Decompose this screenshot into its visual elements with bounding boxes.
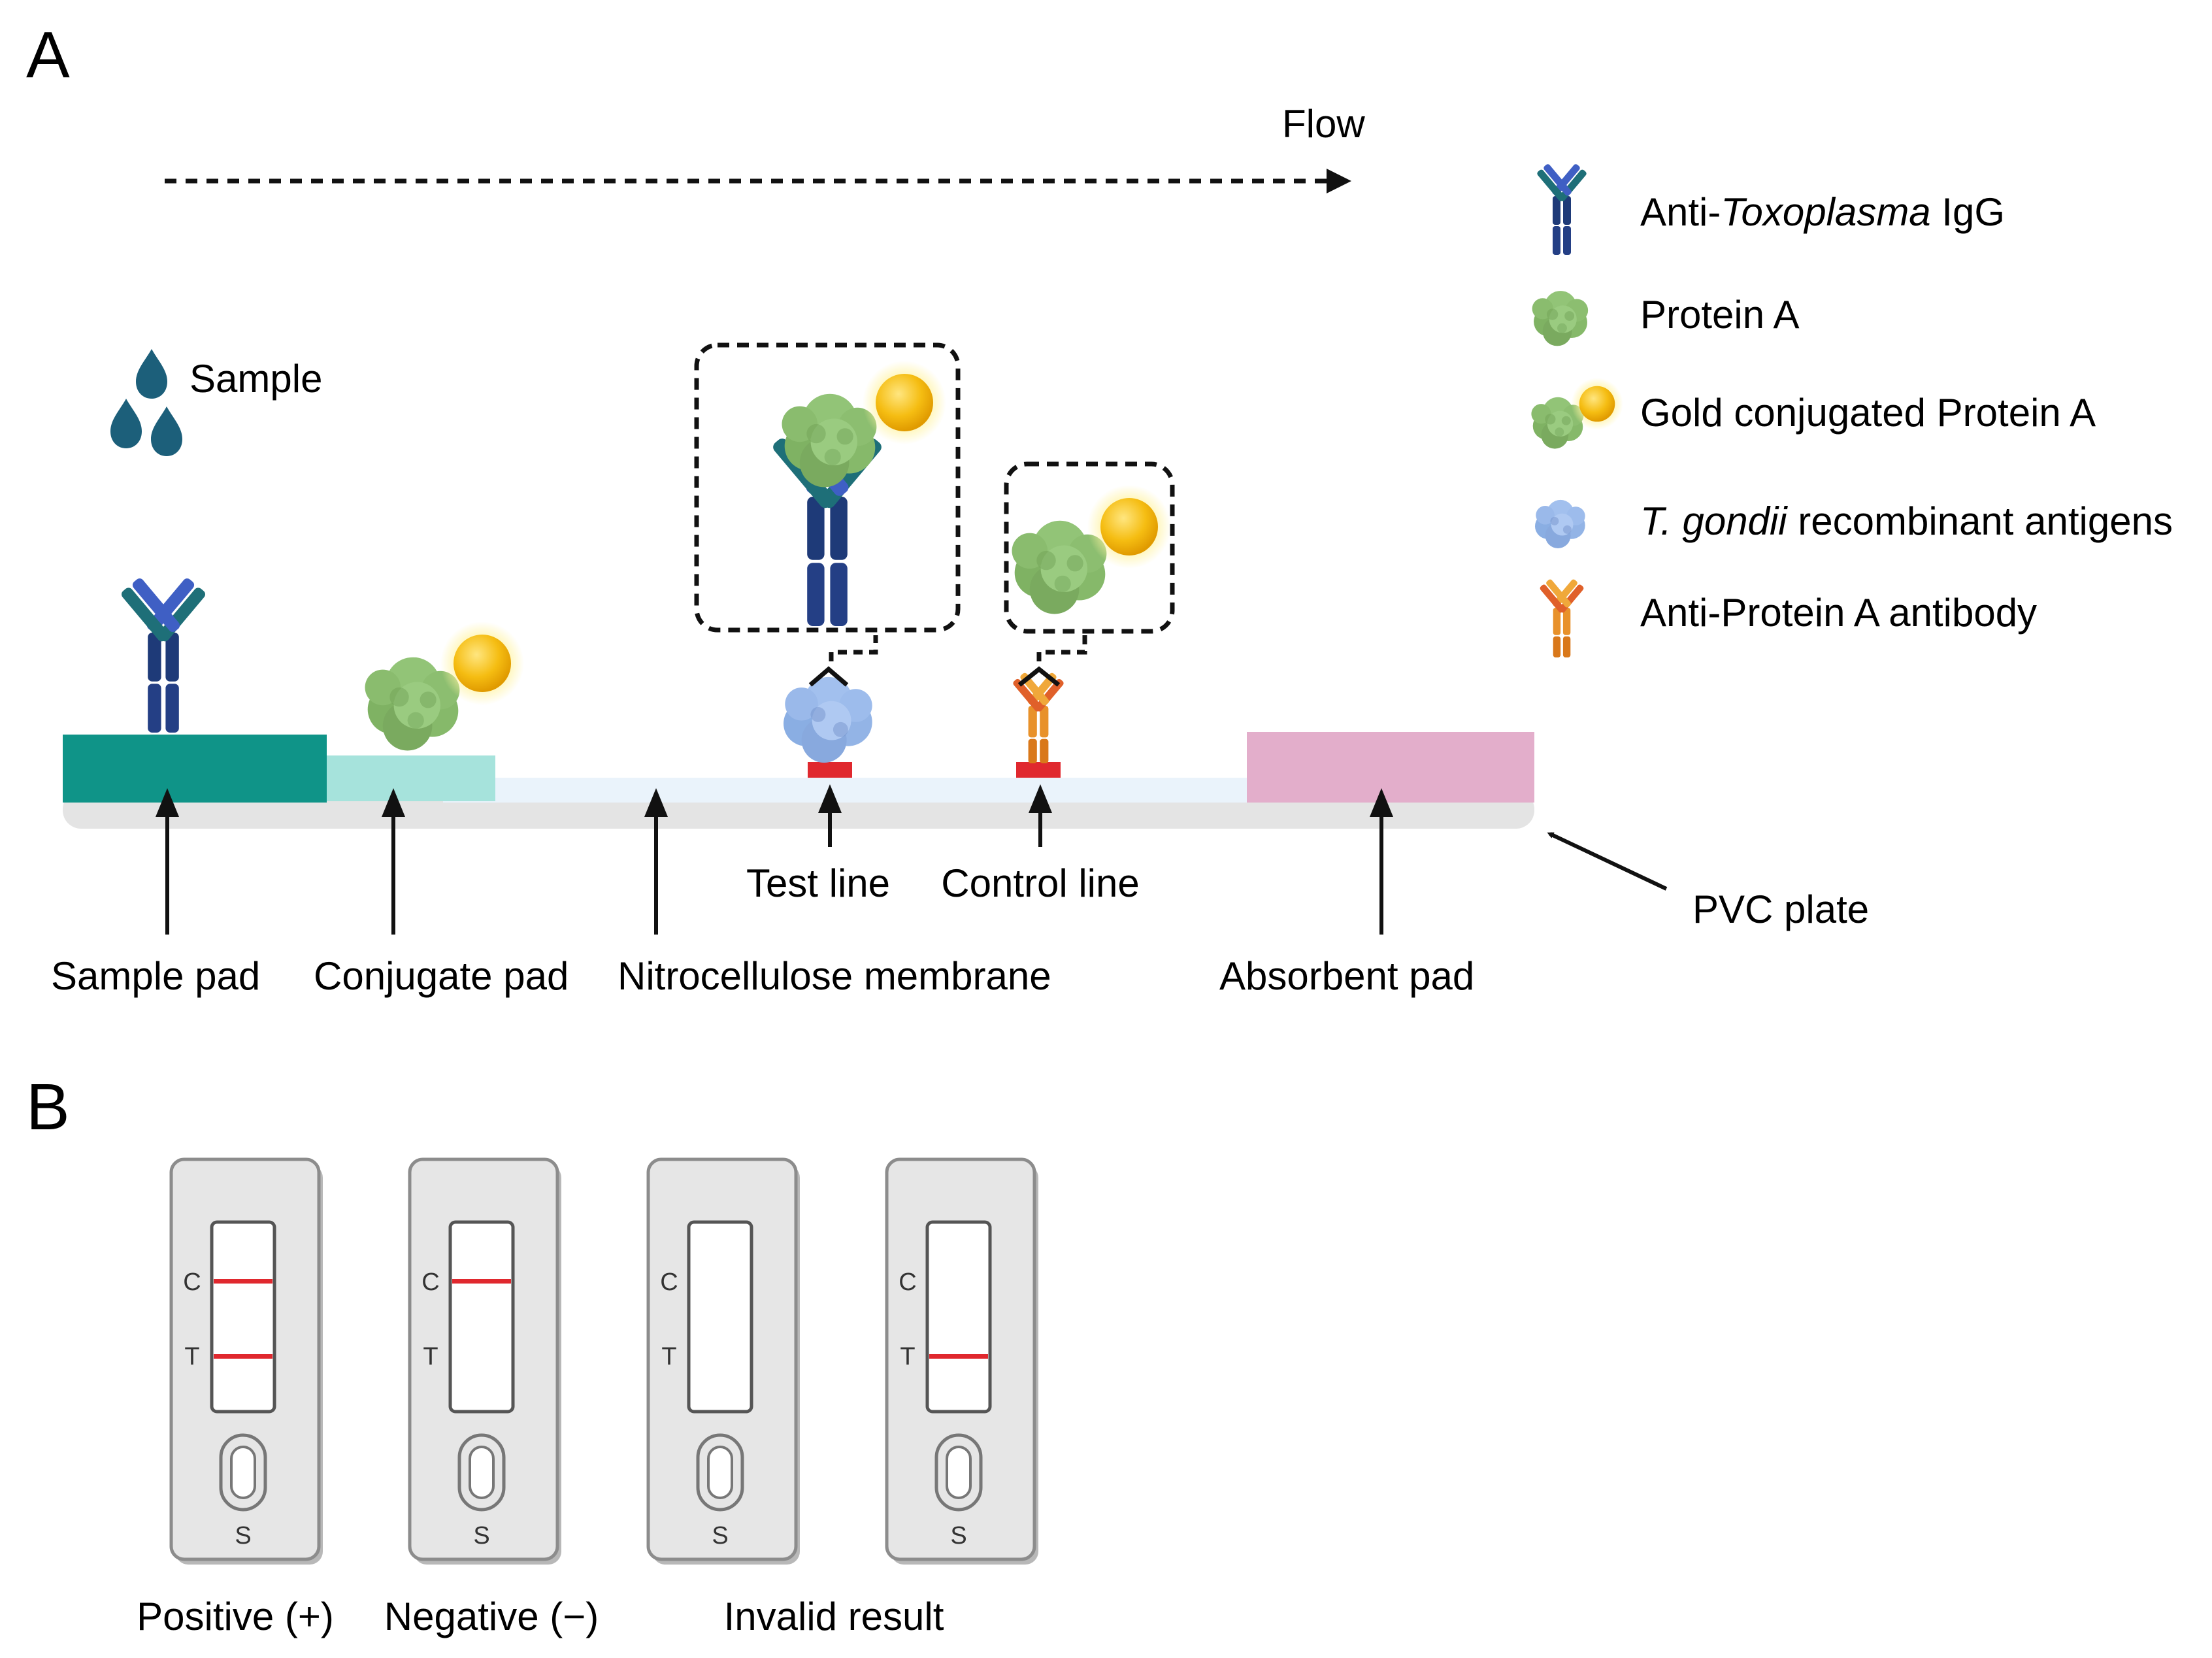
control-line-callout-box: [1004, 461, 1175, 634]
legend-item-0: Anti-Toxoplasma IgG: [1640, 190, 2005, 234]
test-line: [929, 1354, 988, 1359]
control-line: [214, 1279, 272, 1284]
sample-drops-icon: [110, 349, 182, 456]
test-line-antigen-icon: [784, 676, 872, 763]
sample-well-inner: [230, 1446, 256, 1499]
sample-label: Sample: [190, 357, 322, 401]
test-line-marker: [808, 762, 852, 778]
test-line: [214, 1354, 272, 1359]
nitrocellulose-membrane: [443, 778, 1319, 803]
legend-antigen-icon: [1535, 499, 1585, 548]
conjugate-pad-label: Conjugate pad: [314, 954, 569, 998]
test-line-label: Test line: [746, 861, 890, 905]
sample-mark-label: S: [712, 1522, 728, 1550]
panel-b-letter: B: [26, 1070, 70, 1144]
sample-mark-label: S: [950, 1522, 966, 1550]
panel-a-letter: A: [26, 18, 70, 91]
control-callout-gold-particle-icon: [1087, 485, 1171, 569]
test-line-binding-mark: [808, 666, 849, 687]
sample-well-inner: [469, 1446, 495, 1499]
sample-pad-label: Sample pad: [51, 954, 260, 998]
absorbent-pad-label: Absorbent pad: [1219, 954, 1474, 998]
flow-arrowhead: [1327, 169, 1351, 193]
legend-protein-a-icon: [1532, 291, 1589, 346]
pointer-arrowheads: [156, 784, 1393, 817]
control-line-marker: [1016, 762, 1061, 778]
test-mark-label: T: [184, 1343, 199, 1370]
control-mark-label: C: [183, 1268, 201, 1296]
test-callout-gold-particle-icon: [863, 361, 946, 444]
control-line-label: Control line: [941, 861, 1140, 905]
absorbent-pad: [1247, 732, 1534, 803]
test-cassettes: C T S C T S C T S C T S: [169, 1157, 1038, 1565]
control-mark-label: C: [660, 1268, 678, 1296]
test-cassette: C T S: [885, 1157, 1038, 1565]
result-window: [210, 1220, 276, 1414]
negative-result-label: Negative (−): [384, 1595, 599, 1638]
sample-igg-antibody-icon: [120, 576, 207, 733]
control-mark-label: C: [421, 1268, 439, 1296]
test-line-callout-pointer: [829, 635, 878, 661]
nitrocellulose-membrane-label: Nitrocellulose membrane: [618, 954, 1051, 998]
result-window: [687, 1220, 753, 1414]
invalid-result-label: Invalid result: [724, 1595, 944, 1638]
sample-well-inner: [707, 1446, 733, 1499]
sample-mark-label: S: [235, 1522, 251, 1550]
legend-item-1: Protein A: [1640, 293, 1800, 337]
legend-item-3: T. gondii recombinant antigens: [1640, 499, 2173, 543]
control-line: [452, 1279, 511, 1284]
conjugate-gold-particle-icon: [440, 622, 524, 705]
test-mark-label: T: [423, 1343, 438, 1370]
test-line-callout-box: [694, 342, 961, 633]
sample-pad: [63, 735, 327, 803]
result-window: [925, 1220, 992, 1414]
positive-result-label: Positive (+): [137, 1595, 334, 1638]
legend-item-2: Gold conjugated Protein A: [1640, 391, 2096, 435]
legend-anti-protein-a-antibody-icon: [1539, 578, 1585, 657]
test-cassette: C T S: [408, 1157, 561, 1565]
flow-label: Flow: [1282, 102, 1365, 146]
control-line-callout-pointer: [1036, 635, 1087, 661]
sample-mark-label: S: [473, 1522, 489, 1550]
sample-well-inner: [946, 1446, 972, 1499]
test-mark-label: T: [900, 1343, 915, 1370]
result-window: [448, 1220, 515, 1414]
pvc-plate-label: PVC plate: [1692, 887, 1869, 931]
control-line-binding-mark: [1017, 666, 1061, 687]
test-cassette: C T S: [169, 1157, 323, 1565]
legend-gold-protein-a-icon: [1531, 378, 1623, 449]
test-cassette: C T S: [646, 1157, 800, 1565]
legend-item-4: Anti-Protein A antibody: [1640, 591, 2037, 635]
legend-igg-antibody-icon: [1536, 163, 1588, 255]
control-mark-label: C: [899, 1268, 916, 1296]
legend: Anti-Toxoplasma IgG Protein A Gold conju…: [1531, 163, 2173, 657]
test-mark-label: T: [661, 1343, 676, 1370]
